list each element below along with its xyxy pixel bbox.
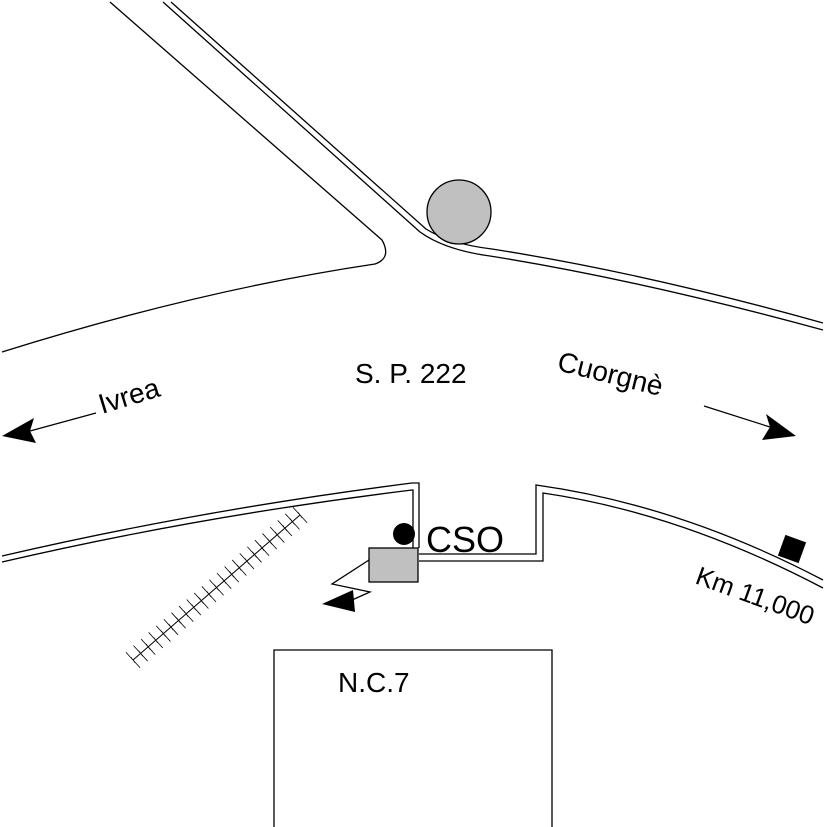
hedge-mark	[171, 612, 179, 621]
hedge-mark	[254, 539, 263, 549]
hedge-mark	[231, 559, 240, 568]
hedge-mark	[299, 514, 308, 524]
hedge-mark	[262, 533, 270, 542]
hedge-mark	[277, 520, 286, 529]
hedge-mark	[163, 633, 171, 642]
hedge-mark	[200, 600, 209, 609]
building-outline	[273, 649, 553, 827]
hedge-mark	[148, 632, 157, 641]
station-box	[368, 547, 419, 583]
hedge-mark	[269, 541, 278, 550]
hedge-mark	[209, 579, 217, 588]
hedge-mark	[133, 645, 141, 654]
hedge-mark	[261, 547, 270, 557]
road-island-edge	[1, 1, 387, 353]
upper-road	[162, 1, 824, 331]
hedge-mark	[155, 639, 164, 649]
hedge-mark	[216, 587, 224, 596]
hedge-mark	[185, 613, 194, 622]
building-label: N.C.7	[338, 667, 410, 698]
hedge-mark	[285, 513, 293, 522]
hedge-mark	[239, 553, 248, 562]
hedge-mark	[292, 521, 300, 530]
hedge-mark	[247, 546, 255, 555]
hedge-mark	[238, 567, 247, 576]
hedge-mark	[186, 599, 195, 608]
camera-view-icon	[322, 559, 373, 612]
arrow-west-icon	[2, 412, 97, 443]
hedge-mark	[178, 605, 187, 615]
hedge-mark	[276, 534, 285, 543]
station-label: CSO	[426, 519, 504, 560]
lower-road-edge	[1, 482, 824, 589]
hedge-mark	[132, 659, 141, 669]
west-destination-label: Ivrea	[95, 372, 164, 420]
hedge-mark	[254, 554, 262, 563]
hedge-mark	[269, 526, 278, 536]
arrow-east-icon	[703, 405, 796, 440]
hedge-mark	[224, 566, 233, 575]
east-destination-label: Cuorgnè	[555, 346, 667, 402]
hedge-mark	[223, 580, 232, 589]
hedge-mark	[201, 586, 210, 595]
hedge-mark	[140, 638, 149, 648]
hedge-mark	[246, 560, 255, 570]
hedge-mark	[170, 626, 179, 636]
hedge-mark	[284, 527, 293, 537]
hedge-mark	[125, 651, 134, 661]
kilometre-marker-label: Km 11,000	[692, 560, 819, 631]
hedge-mark	[231, 574, 240, 583]
hedge-mark	[193, 607, 202, 616]
hedge-mark	[208, 593, 217, 603]
roundabout	[426, 179, 492, 245]
station-marker-icon	[393, 523, 415, 545]
hedge-mark	[292, 506, 301, 516]
hedge-mark	[147, 646, 156, 655]
hedge-mark	[216, 572, 225, 582]
kilometre-post-icon	[777, 534, 807, 564]
hedge-mark	[178, 620, 186, 629]
hedge-mark	[163, 618, 172, 628]
road-name-label: S. P. 222	[355, 358, 467, 389]
hedge-mark	[193, 592, 202, 601]
hedge-mark	[140, 653, 148, 662]
hedge-mark	[155, 625, 164, 634]
